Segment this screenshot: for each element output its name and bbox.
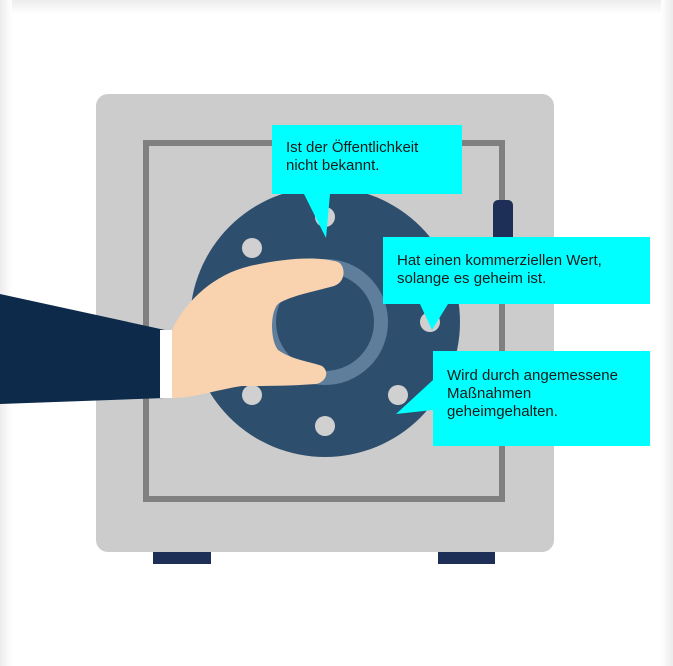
callout-public: Ist der Öffentlichkeit nicht bekannt. [272, 125, 462, 194]
dial-dot [242, 238, 262, 258]
dial-dot [242, 385, 262, 405]
right-border-shadow [661, 0, 673, 666]
sleeve [0, 294, 165, 404]
dial-dot [388, 385, 408, 405]
callout-2-pointer [420, 304, 448, 330]
hand-icon [0, 258, 344, 404]
callout-commercial-value: Hat einen kommerziellen Wert, solange es… [383, 237, 650, 304]
callout-measures-text: Wird durch angemessene Maßnahmen geheimg… [447, 367, 618, 420]
dial-dot [315, 416, 335, 436]
callout-1-pointer [304, 194, 330, 238]
hand [172, 258, 344, 398]
callout-3-pointer [396, 380, 433, 414]
callout-commercial-value-text: Hat einen kommerziellen Wert, solange es… [397, 252, 602, 287]
cuff [160, 330, 174, 398]
top-border-shadow [0, 0, 673, 14]
callout-measures: Wird durch angemessene Maßnahmen geheimg… [433, 351, 650, 446]
callout-public-text: Ist der Öffentlichkeit nicht bekannt. [286, 139, 419, 174]
